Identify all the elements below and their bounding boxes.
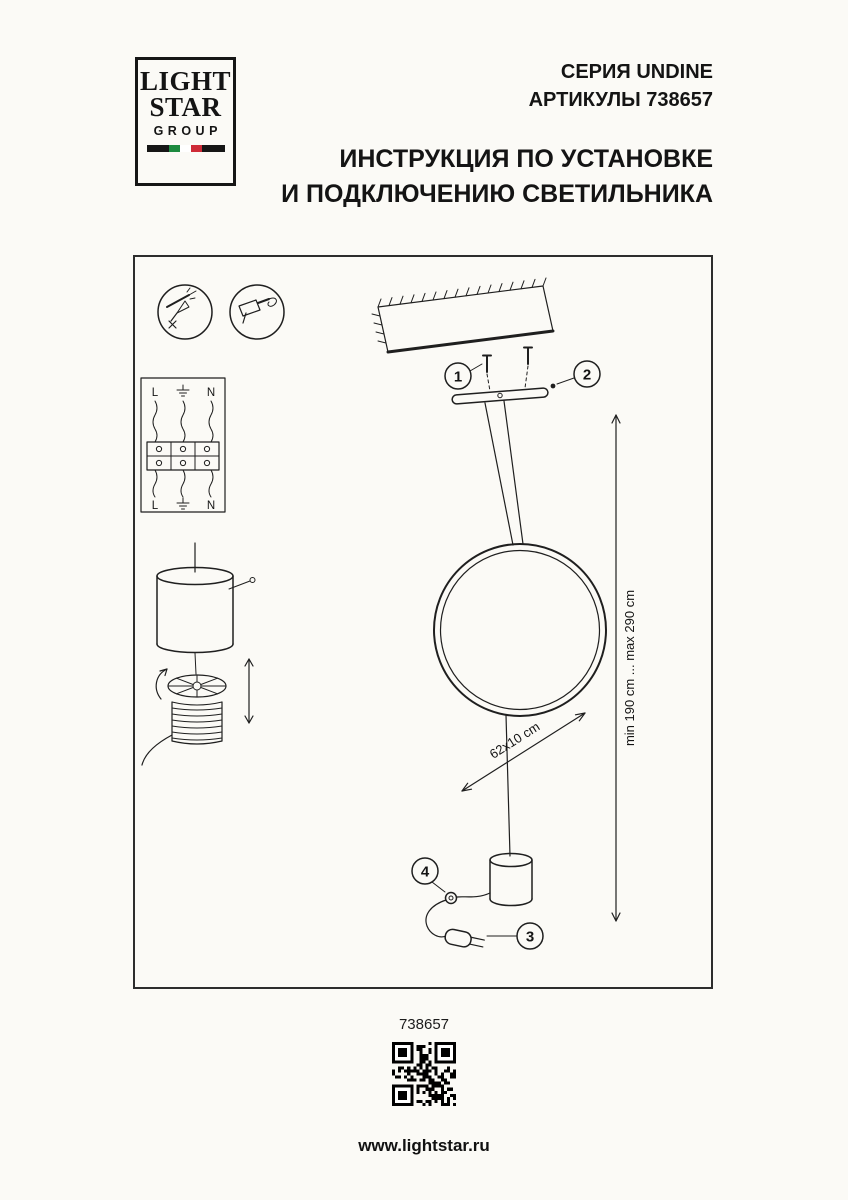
title-line-2: И ПОДКЛЮЧЕНИЮ СВЕТИЛЬНИКА [281, 180, 713, 208]
wiring-label-l-top: L [152, 387, 159, 399]
flag-red-segment [191, 145, 202, 153]
ceiling-canopy [451, 387, 549, 405]
power-cable [141, 734, 173, 766]
earth-symbol-bottom [176, 497, 190, 510]
callout-1-number: 1 [454, 369, 462, 386]
ceiling-hatch [377, 277, 547, 308]
callout-3: 3 [486, 922, 544, 950]
flag-green-segment [169, 145, 180, 153]
earth-symbol-top [176, 384, 190, 397]
height-range-label: min 190 cm ... max 290 cm [622, 590, 637, 746]
installation-diagram: L N L N [140, 277, 637, 950]
cord-switch [444, 891, 458, 905]
title-line-1: ИНСТРУКЦИЯ ПО УСТАНОВКЕ [339, 145, 713, 173]
wiring-label-n-bottom: N [207, 500, 215, 512]
article-number: 738657 [398, 1016, 450, 1033]
canopy-screw [550, 383, 556, 389]
italian-flag-stripe [146, 145, 225, 153]
mounting-screws [482, 346, 533, 373]
header: СЕРИЯ UNDINE АРТИКУЛЫ 738657 ИНСТРУКЦИЯ … [281, 58, 713, 212]
diameter-dimension-arrow: 62x10 cm [461, 712, 586, 792]
ring-dimension-label: 62x10 cm [487, 719, 543, 762]
cord-to-switch [456, 892, 491, 898]
screwdriver-icon [229, 284, 285, 340]
callout-2: 2 [556, 360, 601, 388]
flag-white-segment [180, 145, 191, 153]
threaded-cylinder [171, 701, 223, 745]
qr-code [392, 1042, 456, 1106]
height-dimension-arrow: min 190 cm ... max 290 cm [611, 414, 637, 922]
logo-word-star: STAR [149, 91, 222, 122]
callout-4-number: 4 [421, 864, 430, 881]
ring-lamp [433, 543, 607, 717]
power-plug [444, 928, 485, 948]
lower-assembly: 4 3 [411, 714, 544, 950]
ceiling [371, 277, 555, 354]
adjust-arrow-icon [244, 658, 254, 724]
logo-word-light: LIGHT [139, 66, 232, 96]
wiring-diagram: L N L N [140, 377, 226, 513]
suspension-cables [484, 400, 524, 546]
lightstar-logo: LIGHT STAR GROUP [135, 57, 236, 186]
instruction-title: ИНСТРУКЦИЯ ПО УСТАНОВКЕ И ПОДКЛЮЧЕНИЮ СВ… [281, 142, 713, 212]
rotation-arrow-icon [155, 668, 168, 700]
callout-1: 1 [444, 362, 483, 390]
callout-4: 4 [411, 857, 446, 893]
wiring-label-n-top: N [207, 387, 215, 399]
logo-word-group: GROUP [153, 124, 222, 139]
diagram-frame: L N L N [133, 255, 713, 989]
callout-3-number: 3 [526, 929, 534, 946]
shade-assembly [141, 542, 256, 766]
drop-cord [505, 714, 511, 857]
website-text: www.lightstar.ru [358, 1136, 490, 1155]
wiring-label-l-bottom: L [152, 500, 159, 512]
wire-stripper-icon [157, 284, 213, 340]
callout-2-number: 2 [583, 367, 591, 384]
articles-label: АРТИКУЛЫ 738657 [528, 89, 713, 111]
series-label: СЕРИЯ UNDINE [560, 61, 713, 83]
suspension-hardware: 1 2 [444, 346, 601, 546]
twist-lock-spokes [167, 674, 227, 698]
cord-loop [425, 899, 447, 938]
terminal-block [146, 441, 220, 471]
counterweight-cylinder [489, 852, 533, 907]
